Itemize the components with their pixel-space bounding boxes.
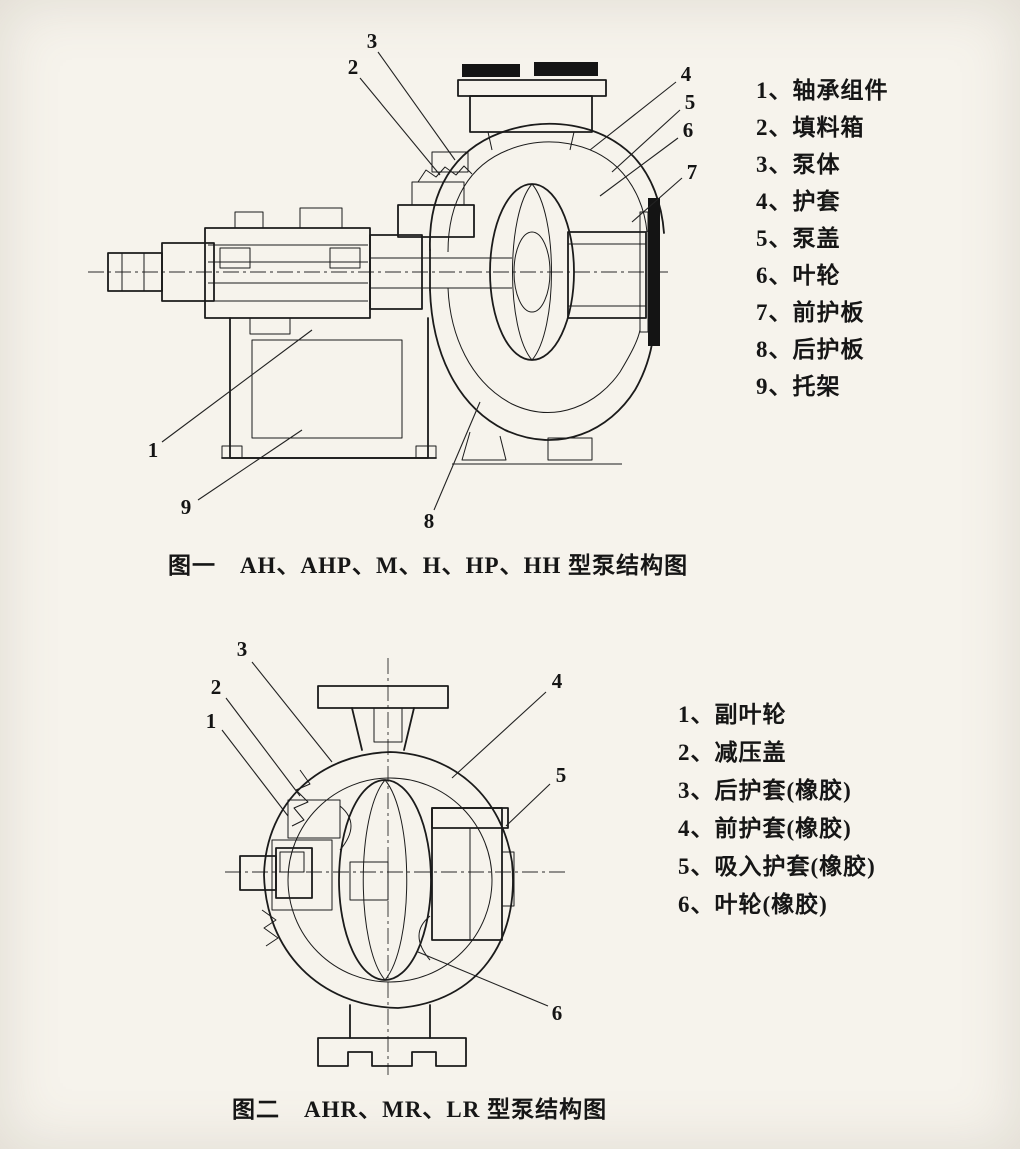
fig2-callout-6: 6 — [552, 1001, 563, 1025]
fig1-pump-casing — [422, 123, 665, 465]
figure2-parts-legend: 1、副叶轮 2、减压盖 3、后护套(橡胶) 4、前护套(橡胶) 5、吸入护套(橡… — [678, 696, 876, 924]
fig1-callout-8: 8 — [424, 509, 435, 533]
fig1-stuffing-box — [397, 151, 475, 238]
legend-item: 6、叶轮(橡胶) — [678, 892, 828, 917]
legend-item: 2、减压盖 — [678, 740, 787, 765]
fig1-suction-cover — [567, 198, 660, 346]
fig2-callout-5: 5 — [556, 763, 567, 787]
fig1-callout-6: 6 — [683, 118, 694, 142]
legend-item: 8、后护板 — [756, 337, 865, 362]
fig2-callouts: 3 2 1 4 5 6 — [206, 637, 567, 1025]
fig2-suction-sheath — [431, 807, 515, 941]
fig2-callout-3: 3 — [237, 637, 248, 661]
figure1-parts-legend: 1、轴承组件 2、填料箱 3、泵体 4、护套 5、泵盖 6、叶轮 7、前护板 8… — [756, 72, 889, 405]
fig2-leader-lines — [221, 661, 551, 1007]
fig1-callout-3: 3 — [367, 29, 378, 53]
legend-item: 3、后护套(橡胶) — [678, 778, 852, 803]
fig1-shaft-bearing-assembly — [107, 207, 423, 335]
fig2-base-foot — [317, 1004, 467, 1067]
fig2-top-flange — [317, 685, 449, 751]
legend-item: 2、填料箱 — [756, 115, 865, 140]
legend-item: 1、副叶轮 — [678, 702, 787, 727]
legend-item: 4、护套 — [756, 189, 841, 214]
fig1-callout-4: 4 — [681, 62, 692, 86]
fig1-callouts: 3 2 4 5 6 7 1 9 8 — [148, 29, 698, 533]
legend-item: 6、叶轮 — [756, 263, 841, 288]
legend-item: 1、轴承组件 — [756, 78, 889, 103]
legend-item: 5、泵盖 — [756, 226, 841, 251]
figure1-caption: 图一 AH、AHP、M、H、HP、HH 型泵结构图 — [168, 553, 689, 578]
fig1-leader-lines — [161, 51, 683, 511]
fig1-callout-9: 9 — [181, 495, 192, 519]
fig2-pump-casing — [263, 751, 514, 1009]
legend-item: 5、吸入护套(橡胶) — [678, 854, 876, 879]
figure1-drawing: 3 2 4 5 6 7 1 9 8 — [88, 29, 698, 533]
fig2-callout-4: 4 — [552, 669, 563, 693]
fig2-aux-impeller-cluster — [239, 769, 341, 947]
legend-item: 7、前护板 — [756, 300, 865, 325]
fig1-callout-2: 2 — [348, 55, 359, 79]
fig2-callout-2: 2 — [211, 675, 222, 699]
legend-item: 9、托架 — [756, 374, 841, 399]
legend-item: 4、前护套(橡胶) — [678, 816, 852, 841]
figure2-drawing: 3 2 1 4 5 6 — [206, 637, 567, 1075]
fig1-support-bracket — [221, 317, 437, 459]
fig1-discharge-flange — [457, 62, 607, 151]
fig1-callout-1: 1 — [148, 438, 159, 462]
fig2-callout-1: 1 — [206, 709, 217, 733]
legend-item: 3、泵体 — [756, 152, 841, 177]
fig1-callout-5: 5 — [685, 90, 696, 114]
fig1-callout-7: 7 — [687, 160, 698, 184]
figure2-caption: 图二 AHR、MR、LR 型泵结构图 — [232, 1097, 608, 1122]
